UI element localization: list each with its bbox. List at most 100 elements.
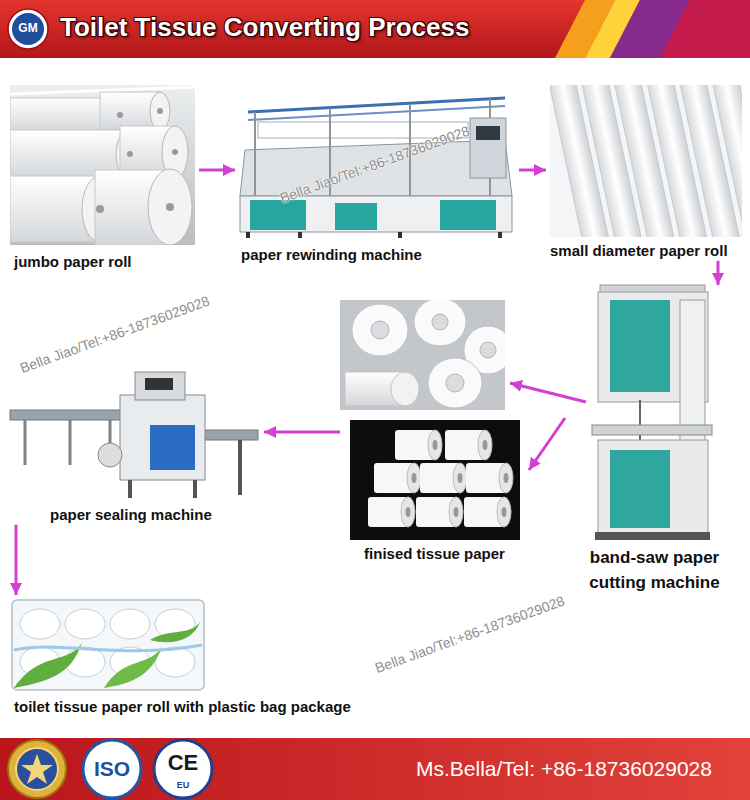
sealing-machine <box>145 378 173 390</box>
small-roll-photo <box>550 85 742 237</box>
rewinding-machine <box>250 200 306 230</box>
rewinding-machine <box>248 98 505 112</box>
finished-roll-photo <box>454 507 459 517</box>
title: Toilet Tissue Converting Process <box>60 12 469 43</box>
small-roll-photo <box>705 85 742 237</box>
package-photo <box>20 609 60 639</box>
jumbo-roll-photo <box>127 151 133 157</box>
jumbo-roll-photo <box>150 92 170 130</box>
package-photo <box>104 646 162 688</box>
roll-photo <box>480 342 496 358</box>
watermark: Bella Jiao/Tel:+86-18736029028 <box>278 123 472 206</box>
contact-text: Ms.Bella/Tel: +86-18736029028 <box>416 757 712 780</box>
band-saw-machine <box>610 450 670 528</box>
band-saw-machine <box>610 300 670 392</box>
jumbo-roll-photo <box>172 149 178 155</box>
band-saw-machine <box>592 285 712 540</box>
roll-photo <box>371 321 389 339</box>
finished-roll-photo <box>350 420 520 540</box>
jumbo-roll-photo <box>157 108 163 114</box>
band-saw-machine <box>598 440 708 533</box>
finished-roll-photo <box>483 440 488 450</box>
package-photo <box>155 647 195 677</box>
flow-arrow <box>519 169 546 172</box>
finished-roll-photo <box>478 430 492 460</box>
package-photo <box>12 600 204 690</box>
finished-roll-photo <box>502 507 507 517</box>
watermark: Bella Jiao/Tel:+86-18736029028 <box>18 293 212 376</box>
jumbo-roll-photo <box>10 85 195 245</box>
finished-roll-photo <box>428 430 442 460</box>
rewinding-machine <box>335 203 377 230</box>
badge-text: CE <box>168 751 199 775</box>
title-banner <box>0 0 750 58</box>
step-label: paper sealing machine <box>10 503 264 525</box>
step-label: jumbo paper roll <box>10 250 199 272</box>
package-photo <box>110 609 150 639</box>
sealing-machine <box>10 410 128 420</box>
rewinding-machine <box>248 232 500 238</box>
finished-roll-photo <box>407 463 421 493</box>
step-label: toilet tissue paper roll with plastic ba… <box>10 695 414 717</box>
roll-photo <box>432 314 448 330</box>
rewinding-machine <box>470 118 506 178</box>
roll-photo <box>340 300 505 410</box>
finished-roll-photo <box>449 497 463 527</box>
roll-photo <box>352 304 408 356</box>
footer-bar <box>21 754 53 784</box>
badge-text: EU <box>177 781 190 791</box>
sealing-machine <box>200 430 258 440</box>
rewinding-machine <box>440 200 496 230</box>
process-step: band-saw paper cutting machine <box>565 285 744 595</box>
rewinding-machine <box>255 99 490 196</box>
badge-text: GM <box>18 22 37 35</box>
process-step: paper sealing machine <box>10 370 264 525</box>
roll-photo <box>428 358 482 408</box>
finished-roll-photo <box>433 440 438 450</box>
package-photo <box>65 609 105 639</box>
sealing-machine <box>150 425 195 470</box>
footer-bar <box>0 738 750 800</box>
rewinding-machine <box>248 106 505 120</box>
flow-arrow <box>199 169 235 172</box>
title-banner <box>12 13 44 45</box>
package-photo <box>14 645 202 651</box>
band-saw-machine <box>595 532 710 540</box>
footer-bar <box>16 748 58 790</box>
jumbo-roll-photo <box>117 112 123 118</box>
roll-photo <box>446 374 464 392</box>
finished-roll-photo <box>499 463 513 493</box>
watermark: Bella Jiao/Tel:+86-18736029028 <box>373 593 567 676</box>
finished-roll-photo <box>401 497 415 527</box>
finished-roll-photo <box>497 497 511 527</box>
small-roll-photo <box>550 85 742 237</box>
finished-roll-photo <box>406 507 411 517</box>
package-photo <box>150 622 200 642</box>
roll-photo <box>414 300 466 346</box>
flow-arrow <box>717 261 720 285</box>
finished-roll-photo <box>458 473 463 483</box>
finished-roll-photo <box>453 463 467 493</box>
finished-roll-photo <box>412 473 417 483</box>
step-label: small diameter paper roll <box>546 239 747 261</box>
badge-text: ISO <box>94 757 130 780</box>
step-label: band-saw paper cutting machine <box>565 543 744 595</box>
rewinding-machine <box>240 98 512 238</box>
footer-bar <box>0 738 750 800</box>
rewinding-machine <box>476 126 500 140</box>
title-banner <box>660 0 750 58</box>
jumbo-roll-photo <box>96 205 104 213</box>
sealing-machine <box>10 372 258 498</box>
step-label: paper rewinding machine <box>235 243 519 265</box>
finished-roll-photo <box>504 473 509 483</box>
process-step: jumbo paper roll <box>10 85 199 272</box>
package-photo <box>12 600 204 690</box>
flow-arrow <box>15 525 18 595</box>
footer-bar <box>8 740 66 798</box>
sealing-machine <box>135 372 185 400</box>
small-roll-photo <box>736 85 742 234</box>
sealing-machine <box>130 440 240 498</box>
